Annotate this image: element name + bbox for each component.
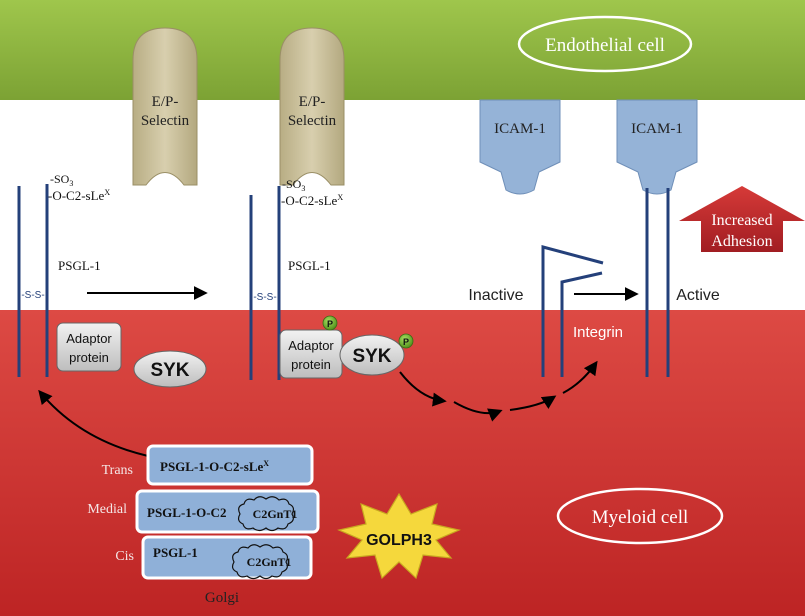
adaptor-right-line1: Adaptor (288, 338, 334, 353)
psgl1-right-so3: -SO3 (282, 177, 305, 193)
selectin-right-line1: E/P- (299, 94, 326, 110)
golgi-medial-label: Medial (87, 502, 127, 517)
golph3-burst: GOLPH3 (337, 492, 461, 580)
icam-left: ICAM-1 (479, 99, 561, 195)
psgl1-left: -SO3 -O-C2-sLeX PSGL-1 -S-S- (17, 172, 110, 377)
myeloid-cell-label: Myeloid cell (592, 507, 689, 528)
integrin-active (645, 188, 670, 377)
c2gnt1-cis-label: C2GnT1 (247, 555, 292, 569)
phospho-syk-label: P (403, 337, 409, 347)
endothelial-cell-label: Endothelial cell (545, 35, 665, 56)
golgi-cis-box: PSGL-1 (153, 545, 198, 560)
psgl1-right-disulfide: -S-S- (253, 292, 276, 303)
adaptor-right: Adaptor protein (279, 329, 343, 379)
endothelial-cell-ellipse (517, 15, 693, 73)
adaptor-left: Adaptor protein (56, 322, 122, 372)
psgl1-left-so3: -SO3 (50, 172, 73, 188)
golgi-stack: Trans PSGL-1-O-C2-sLeX Medial PSGL-1-O-C… (87, 444, 320, 606)
syk-left-label: SYK (150, 360, 189, 381)
syk-right-label: SYK (352, 346, 391, 367)
selectin-left-line2: Selectin (141, 113, 190, 129)
increased-adhesion-line1: Increased (711, 212, 772, 229)
syk-left: SYK (133, 350, 207, 388)
golgi-medial-box: PSGL-1-O-C2 (147, 505, 226, 520)
endothelial-region (0, 0, 805, 100)
selectin-left: E/P- Selectin (132, 27, 198, 186)
syk-right: SYK (339, 334, 405, 376)
adaptor-right-line2: protein (291, 357, 331, 372)
trafficking-arrow (38, 389, 149, 457)
inactive-label: Inactive (468, 287, 523, 304)
adaptor-left-line2: protein (69, 350, 109, 365)
golgi-medial-cisterna (135, 489, 320, 534)
icam-left-label: ICAM-1 (494, 121, 546, 137)
golgi-cis-label: Cis (115, 549, 134, 564)
psgl1-right: -SO3 -O-C2-sLeX PSGL-1 -S-S- (249, 177, 343, 380)
psgl1-left-disulfide: -S-S- (21, 290, 44, 301)
selectin-right: E/P- Selectin (279, 27, 345, 186)
golgi-trans-box: PSGL-1-O-C2-sLeX (160, 459, 269, 474)
golgi-cis-cisterna (141, 535, 313, 580)
selectin-right-line2: Selectin (288, 113, 337, 129)
increased-adhesion-line2: Adhesion (711, 233, 772, 250)
icam-right: ICAM-1 (616, 99, 698, 195)
c2gnt1-medial-cloud (237, 496, 295, 532)
integrin-inactive (541, 245, 604, 377)
active-label: Active (676, 287, 720, 304)
icam-right-label: ICAM-1 (631, 121, 683, 137)
psgl1-right-label: PSGL-1 (288, 258, 331, 273)
phospho-adaptor-label: P (327, 319, 333, 329)
psgl1-left-label: PSGL-1 (58, 258, 101, 273)
golgi-trans-label: Trans (102, 463, 133, 478)
c2gnt1-cis-cloud (231, 544, 289, 580)
adaptor-left-line1: Adaptor (66, 331, 112, 346)
selectin-left-line1: E/P- (152, 94, 179, 110)
psgl1-right-glycan: -O-C2-sLeX (281, 193, 343, 208)
increased-adhesion-arrow: Increased Adhesion (679, 186, 805, 252)
c2gnt1-medial-label: C2GnT1 (253, 507, 298, 521)
golgi-trans-cisterna (146, 444, 314, 486)
golph3-label: GOLPH3 (366, 532, 432, 549)
integrin-label: Integrin (573, 324, 623, 341)
golgi-title: Golgi (205, 590, 239, 606)
signal-arrow-4 (562, 360, 598, 394)
signal-arrow-3 (509, 395, 557, 411)
phospho-syk-icon (398, 333, 414, 349)
psgl1-left-glycan: -O-C2-sLeX (48, 188, 110, 203)
signal-arrow-1 (399, 371, 447, 407)
phospho-adaptor-icon (322, 315, 338, 331)
signal-arrow-2 (453, 401, 503, 422)
myeloid-cell-ellipse (556, 487, 724, 545)
